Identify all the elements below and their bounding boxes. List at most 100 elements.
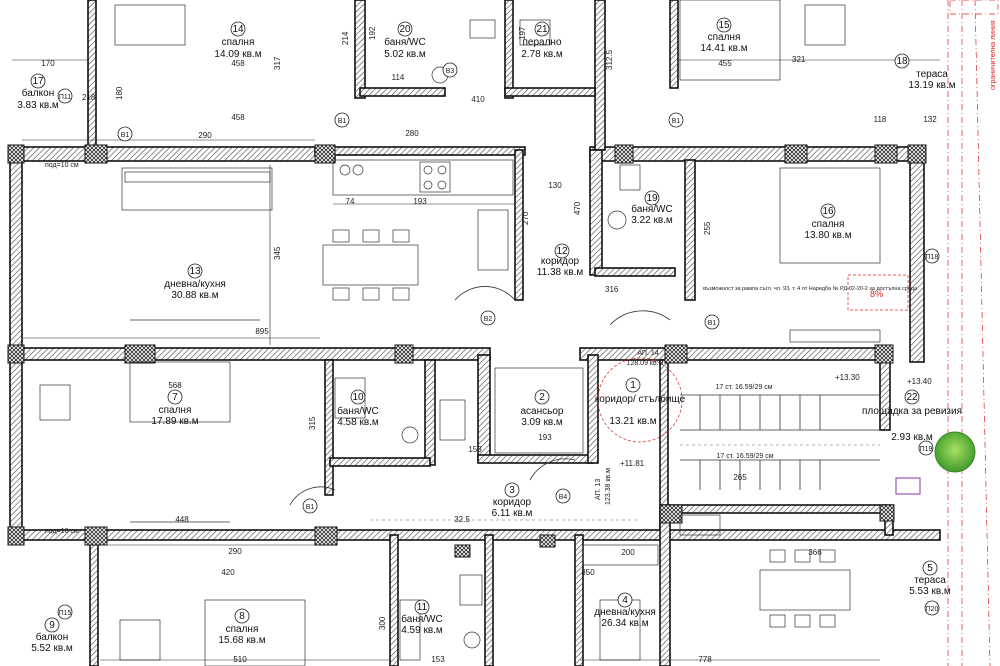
dimension: 458 — [231, 113, 245, 122]
room-name: баня/WC — [384, 36, 425, 48]
room-area: 11.38 кв.м — [537, 267, 584, 278]
dimension: 197 — [518, 26, 527, 40]
svg-text:П19: П19 — [920, 446, 933, 453]
room-name: спалня — [222, 37, 255, 48]
dimension: 455 — [718, 59, 732, 68]
dimension: 193 — [413, 197, 427, 206]
elevation-labels: +13.30 +13.40 +11.81 17 ст. 16.59/29 см … — [595, 350, 932, 505]
svg-text:B3: B3 — [446, 68, 455, 75]
svg-text:B1: B1 — [306, 504, 315, 511]
dimension: 315 — [308, 416, 317, 430]
svg-text:B4: B4 — [559, 494, 568, 501]
room-area: 3.22 кв.м — [631, 215, 673, 226]
dimension: 366 — [808, 548, 822, 557]
room-number: 2 — [539, 392, 545, 403]
dimension: 312.5 — [605, 49, 614, 70]
dimension: 280 — [405, 129, 419, 138]
room-number: 9 — [49, 620, 55, 631]
dimension: 316 — [605, 285, 619, 294]
dimension: 270 — [521, 211, 530, 225]
room-number: 16 — [822, 206, 834, 217]
dimension: 132 — [923, 115, 937, 124]
apartment-label: АП. 13 — [595, 479, 602, 500]
room-number: 1 — [630, 380, 636, 391]
room-name: площадка за ревизия — [862, 406, 962, 417]
dimension: 130 — [548, 181, 562, 190]
dimension: 568 — [168, 381, 182, 390]
room-number: 15 — [718, 20, 730, 31]
dimension: 321 — [792, 55, 806, 64]
dimension: 317 — [273, 56, 282, 70]
room-name: дневна/кухня — [594, 607, 656, 618]
dimension: 214 — [341, 31, 350, 45]
dimension: 345 — [273, 246, 282, 260]
room-name: спалня — [226, 624, 259, 635]
sidebar-note: ограничителна линия — [990, 20, 997, 90]
notes: възможност за рампа съгл. чл. 93, т. 4 о… — [45, 20, 997, 535]
dimension: 895 — [255, 327, 269, 336]
room-area: 13.21 кв.м — [609, 416, 656, 427]
room-area: 30.88 кв.м — [171, 290, 218, 301]
svg-text:B1: B1 — [121, 132, 130, 139]
dimension: 218 — [82, 93, 96, 102]
dimension: 410 — [471, 95, 485, 104]
dimension: 74 — [346, 197, 355, 206]
room-name: коридор — [493, 497, 532, 508]
room-number: 7 — [172, 392, 178, 403]
room-number: 8 — [239, 611, 245, 622]
room-name: балкон — [36, 631, 68, 643]
dimension: 153 — [431, 655, 445, 664]
dimension: 192 — [368, 26, 377, 40]
dimension: 448 — [175, 515, 189, 524]
room-area: 4.58 кв.м — [337, 417, 379, 428]
ramp-note: възможност за рампа съгл. чл. 93, т. 4 о… — [703, 286, 918, 292]
room-area: 13.80 кв.м — [804, 230, 851, 241]
room-area: 13.19 кв.м — [908, 80, 955, 91]
dimension-lines — [12, 59, 940, 661]
room-area: 4.59 кв.м — [401, 625, 443, 636]
dimension: 255 — [703, 221, 712, 235]
room-number: 20 — [399, 24, 411, 35]
svg-text:П20: П20 — [926, 606, 939, 613]
room-area: 14.41 кв.м — [700, 43, 747, 54]
room-area: 14.09 кв.м — [214, 49, 261, 60]
dimension: 420 — [221, 568, 235, 577]
dimension: 118 — [874, 115, 887, 124]
dimension-labels: 458 317 214 192 114 197 312.5 455 321 17… — [41, 26, 937, 664]
elevation: +13.40 — [907, 377, 932, 386]
room-name: баня/WC — [631, 203, 672, 215]
room-name: тераса — [916, 69, 948, 80]
room-area: 26.34 кв.м — [601, 618, 648, 629]
elevation: +13.30 — [835, 373, 860, 382]
dimension: 778 — [698, 655, 712, 664]
svg-text:B1: B1 — [672, 118, 681, 125]
dimension: 300 — [378, 616, 387, 630]
room-name: баня/WC — [401, 613, 442, 625]
room-area: 3.83 кв.м — [17, 100, 59, 111]
dimension: 200 — [621, 548, 635, 557]
columns — [7, 144, 927, 558]
room-name: асансьор — [521, 406, 564, 417]
room-number: 19 — [646, 193, 658, 204]
room-name: спалня — [708, 32, 741, 43]
room-area: 5.52 кв.м — [31, 643, 73, 654]
stair-label: 17 ст. 16.59/29 см — [716, 453, 773, 460]
room-number: 11 — [417, 602, 428, 613]
room-area: 5.02 кв.м — [384, 49, 426, 60]
floor-note: под=10 см — [45, 162, 79, 169]
svg-text:П18: П18 — [926, 254, 939, 261]
dimension: 180 — [115, 86, 124, 100]
walls — [9, 0, 941, 666]
elevation: +11.81 — [620, 459, 645, 468]
room-number: 5 — [927, 563, 933, 574]
stair-treads — [680, 394, 880, 490]
property-lines — [947, 0, 999, 666]
dimension: 290 — [228, 547, 242, 556]
svg-text:B1: B1 — [708, 320, 717, 327]
room-name: коридор — [541, 256, 580, 267]
room-name: дневна/кухня — [164, 279, 226, 290]
stair-label: 17 ст. 16.59/29 см — [715, 384, 772, 391]
dimension: 458 — [231, 59, 245, 68]
dimension: 510 — [233, 655, 247, 664]
